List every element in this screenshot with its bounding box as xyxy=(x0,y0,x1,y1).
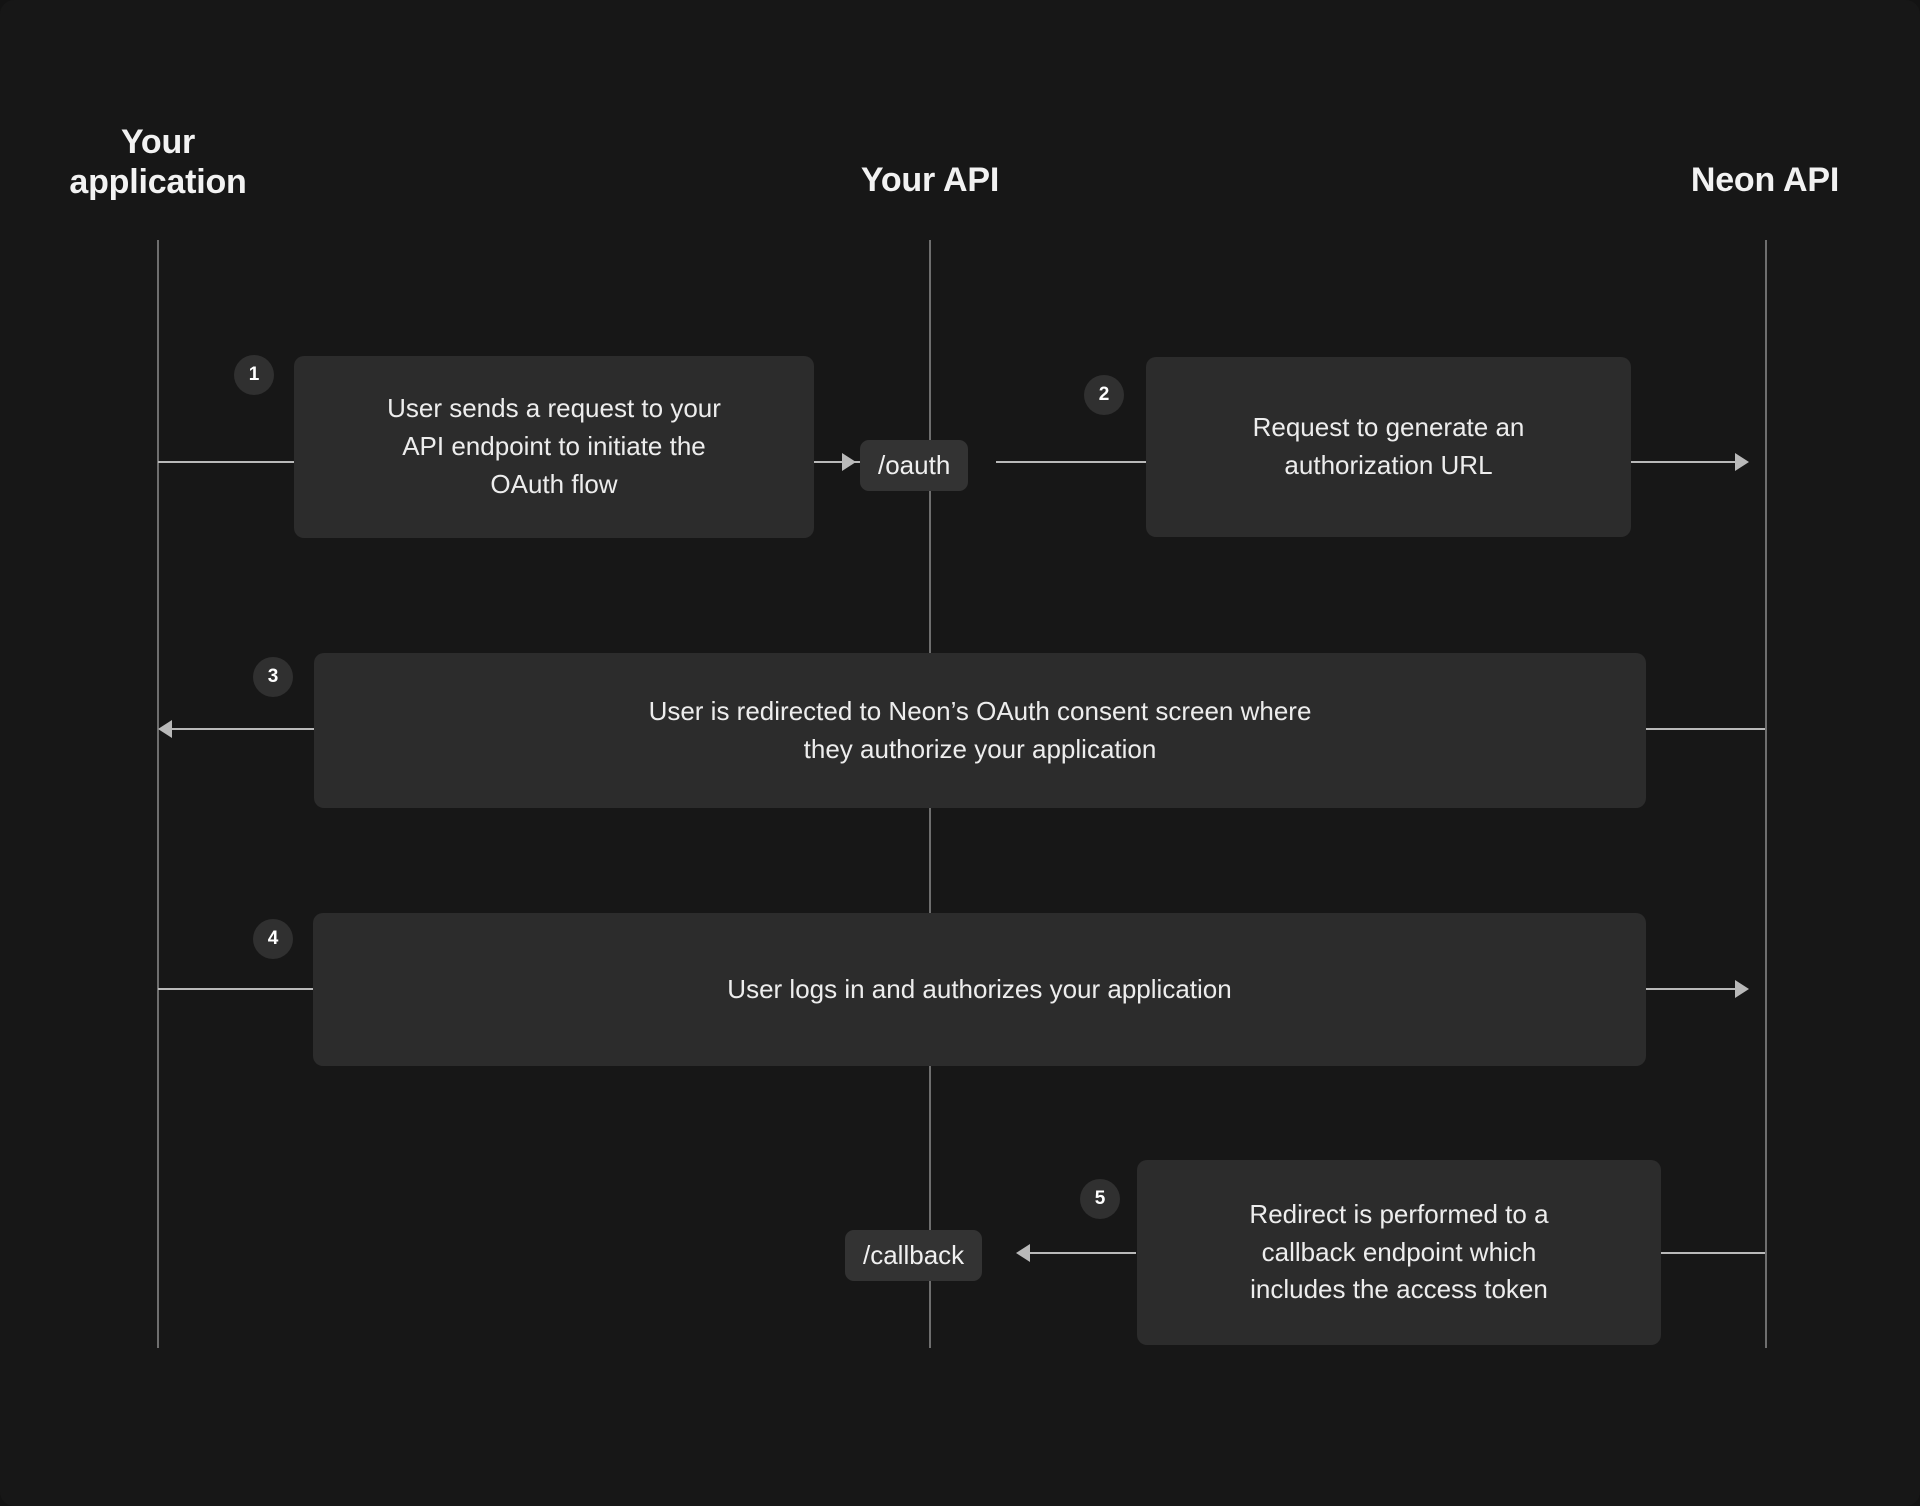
step-badge-3: 3 xyxy=(253,657,293,697)
arrowhead-step-1 xyxy=(842,453,856,471)
lifeline-neon-api xyxy=(1765,240,1767,1348)
message-text-step-2: Request to generate an authorization URL xyxy=(1252,412,1525,480)
message-text-step-1: User sends a request to your API endpoin… xyxy=(387,393,721,499)
actor-header-your-api: Your API xyxy=(860,161,1000,199)
arrowhead-step-2 xyxy=(1735,453,1749,471)
message-box-step-5: Redirect is performed to a callback endp… xyxy=(1137,1160,1661,1345)
message-box-step-1: User sends a request to your API endpoin… xyxy=(294,356,814,538)
connector-step-4-right xyxy=(1645,988,1735,990)
arrowhead-step-3 xyxy=(158,720,172,738)
connector-step-4-left xyxy=(158,988,313,990)
endpoint-pill-oauth[interactable]: /oauth xyxy=(860,440,969,491)
arrowhead-step-4 xyxy=(1735,980,1749,998)
step-badge-4: 4 xyxy=(253,919,293,959)
message-box-step-2: Request to generate an authorization URL xyxy=(1146,357,1631,537)
lifeline-your-application xyxy=(157,240,159,1348)
arrowhead-step-5 xyxy=(1016,1244,1030,1262)
message-box-step-3: User is redirected to Neon’s OAuth conse… xyxy=(314,653,1646,808)
connector-step-3-left xyxy=(172,728,316,730)
message-text-step-5: Redirect is performed to a callback endp… xyxy=(1249,1198,1549,1305)
message-box-step-4: User logs in and authorizes your applica… xyxy=(313,913,1646,1066)
actor-header-neon-api: Neon API xyxy=(1690,161,1840,199)
connector-step-2-right xyxy=(1630,461,1735,463)
message-text-step-3: User is redirected to Neon’s OAuth conse… xyxy=(648,695,1312,764)
connector-step-2-left xyxy=(996,461,1146,463)
actor-header-your-application: Your application xyxy=(69,123,247,202)
endpoint-pill-callback[interactable]: /callback xyxy=(845,1230,983,1281)
connector-step-3-right xyxy=(1645,728,1765,730)
step-badge-2: 2 xyxy=(1084,375,1124,415)
step-badge-1: 1 xyxy=(234,355,274,395)
step-badge-5: 5 xyxy=(1080,1179,1120,1219)
connector-step-5-left xyxy=(1030,1252,1136,1254)
message-text-step-4: User logs in and authorizes your applica… xyxy=(727,973,1232,1004)
connector-step-5-right xyxy=(1660,1252,1765,1254)
